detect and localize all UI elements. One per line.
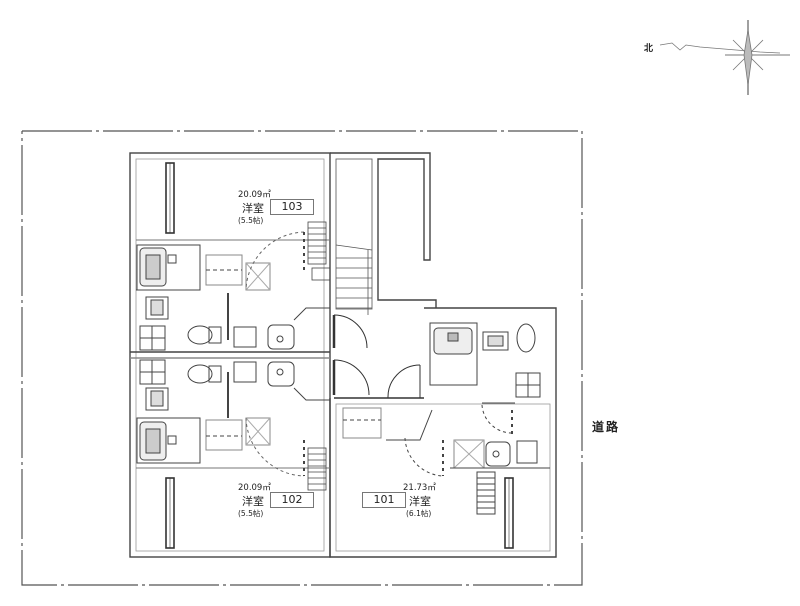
unit-103-interior: [136, 231, 330, 351]
unit-102-number[interactable]: 102: [270, 492, 314, 508]
north-compass-icon: [659, 20, 790, 95]
unit-103-tatami: (5.5帖): [238, 216, 264, 225]
windows: [165, 162, 514, 549]
unit-101-room-type: 洋室: [409, 495, 431, 508]
unit-103-room-type: 洋室: [242, 202, 264, 215]
unit-102-interior: [136, 359, 330, 477]
loft-ladder-102: [307, 447, 327, 491]
unit-102-area: 20.09㎡: [238, 483, 271, 493]
unit-101-tatami: (6.1帖): [406, 509, 432, 518]
road-label: 道路: [592, 420, 621, 434]
unit-103-area: 20.09㎡: [238, 190, 271, 200]
unit-101-interior: [342, 322, 550, 515]
north-label: 北: [644, 44, 654, 54]
site-boundary: [21, 130, 583, 586]
unit-101-number[interactable]: 101: [362, 492, 406, 508]
loft-ladder-103: [307, 221, 331, 281]
unit-102-room-type: 洋室: [242, 495, 264, 508]
common-stairs: [335, 244, 373, 315]
building-walls: [129, 152, 557, 558]
entry-doors: [332, 314, 424, 399]
unit-101-area: 21.73㎡: [403, 483, 436, 493]
unit-103-number[interactable]: 103: [270, 199, 314, 215]
unit-102-tatami: (5.5帖): [238, 509, 264, 518]
